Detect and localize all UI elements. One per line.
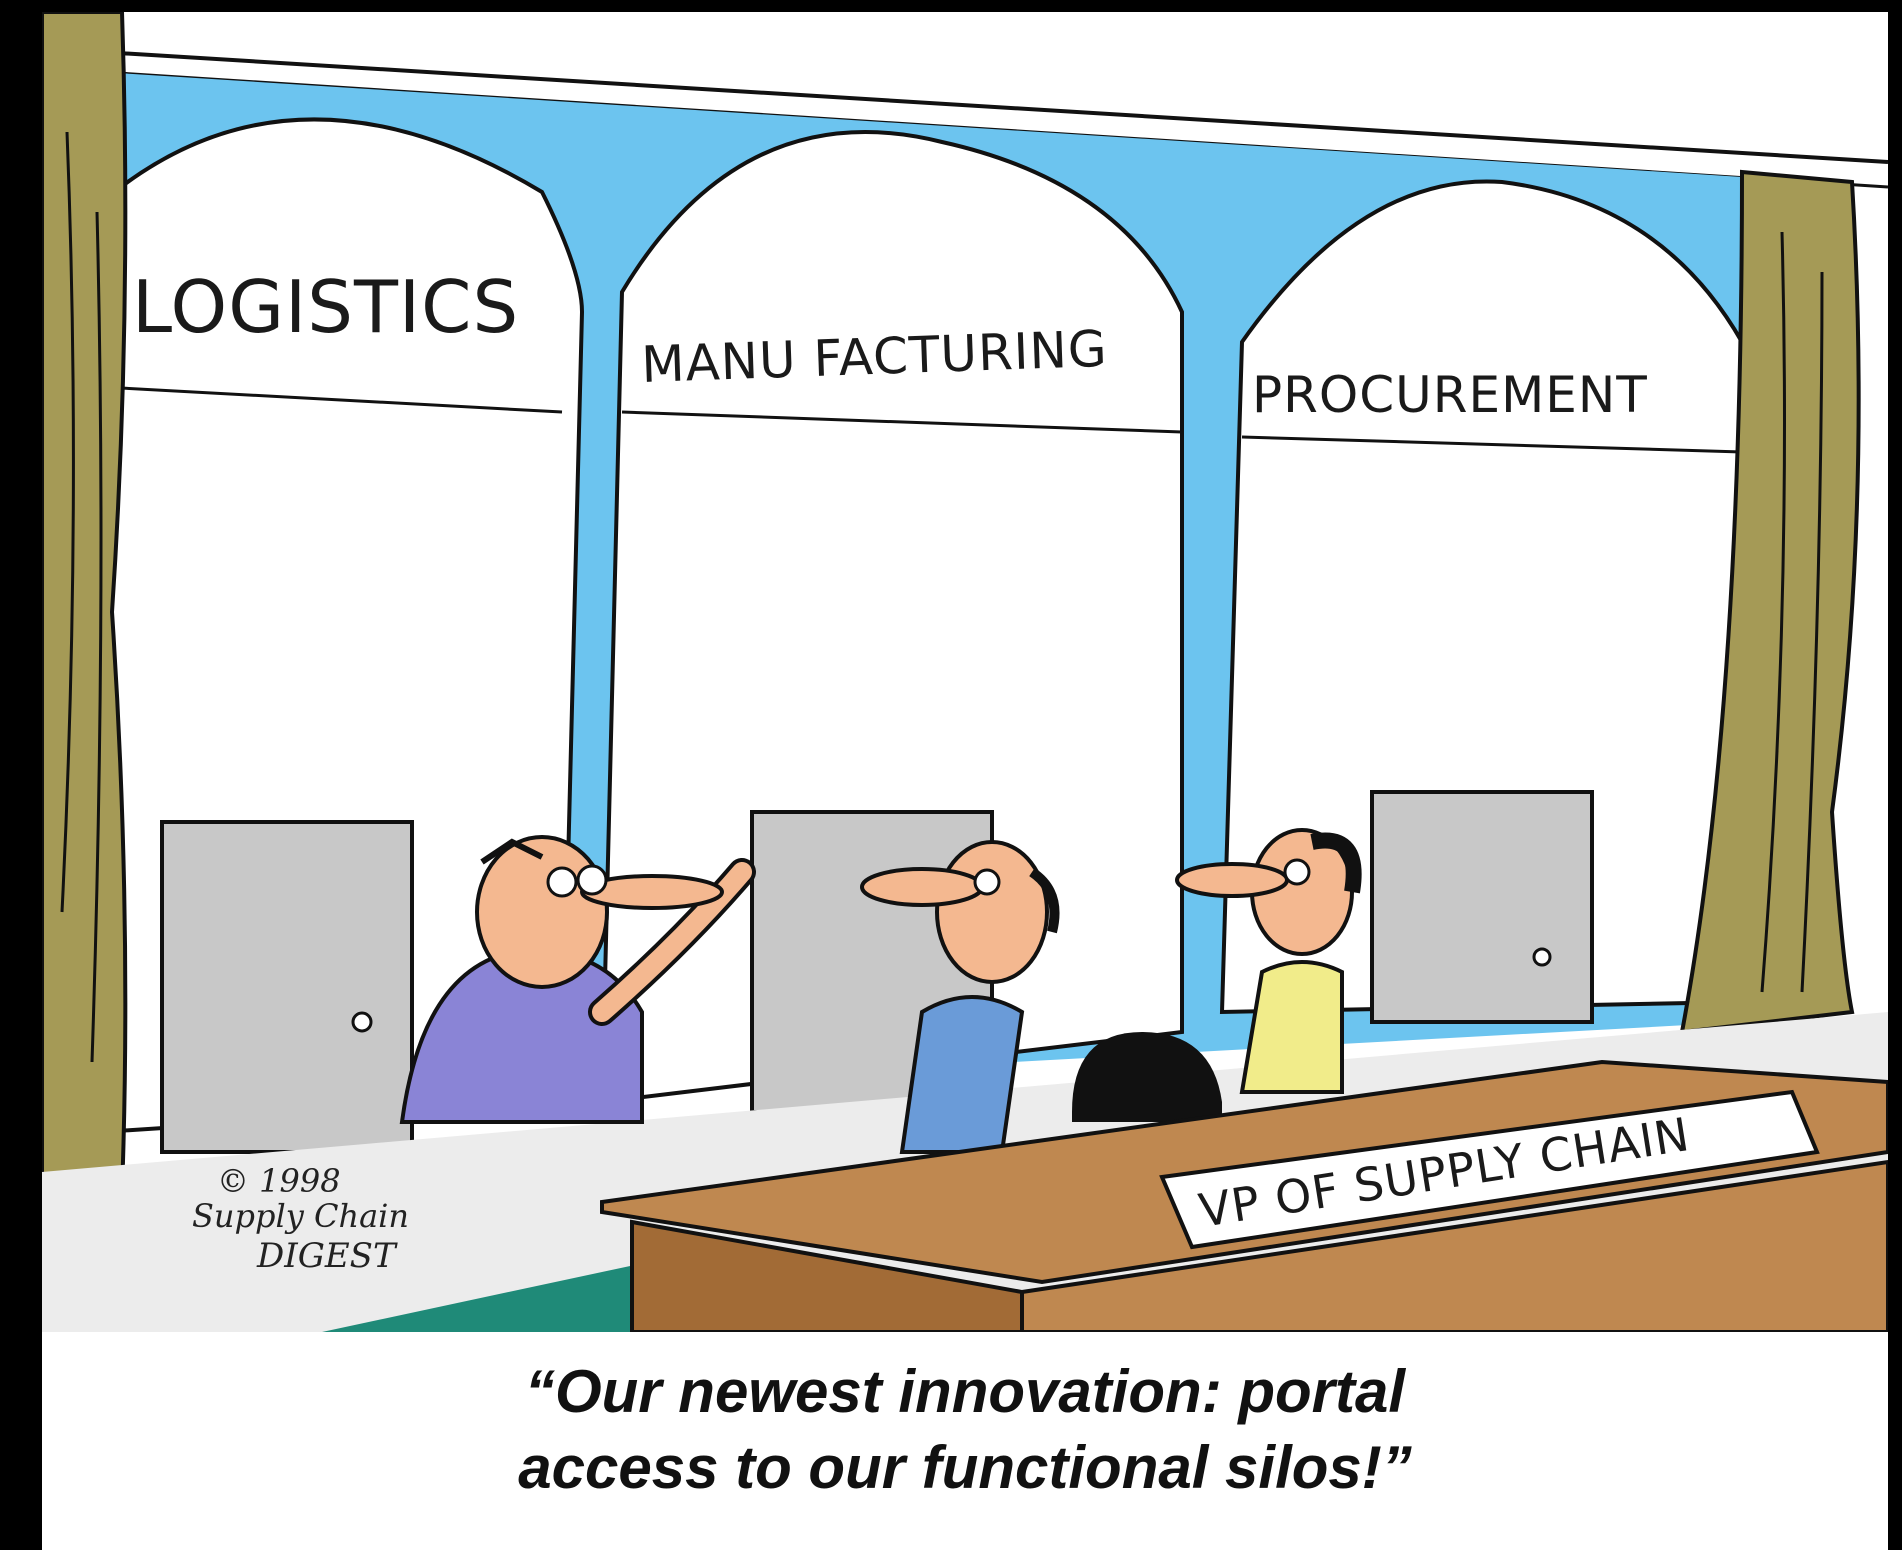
caption: “Our newest innovation: portal access to… [42, 1332, 1888, 1506]
office-chair [1072, 1032, 1222, 1122]
label-procurement: PROCUREMENT [1252, 366, 1648, 424]
left-curtain [42, 12, 128, 1205]
signature-line-1: © 1998 [217, 1162, 341, 1200]
door-logistics [160, 820, 414, 1154]
caption-line-2: access to our functional silos!” [518, 1434, 1412, 1501]
door-procurement [1370, 790, 1594, 1024]
arch-procurement [1219, 179, 1744, 1015]
signature-line-3: DIGEST [256, 1236, 398, 1276]
artist-signature: © 1998 Supply Chain DIGEST [192, 1162, 409, 1276]
waving-man [399, 835, 756, 1124]
right-man [1175, 828, 1362, 1094]
label-logistics: LOGISTICS [132, 265, 519, 349]
center-man [860, 840, 1060, 1154]
right-curtain [1679, 169, 1861, 1035]
comic-panel: LOGISTICS MANU FACTURING PROCUREMENT [42, 12, 1888, 1550]
comic-illustration: LOGISTICS MANU FACTURING PROCUREMENT [42, 12, 1888, 1332]
caption-line-1: “Our newest innovation: portal [524, 1358, 1406, 1425]
signature-line-2: Supply Chain [192, 1197, 409, 1235]
ceiling [42, 12, 1888, 182]
